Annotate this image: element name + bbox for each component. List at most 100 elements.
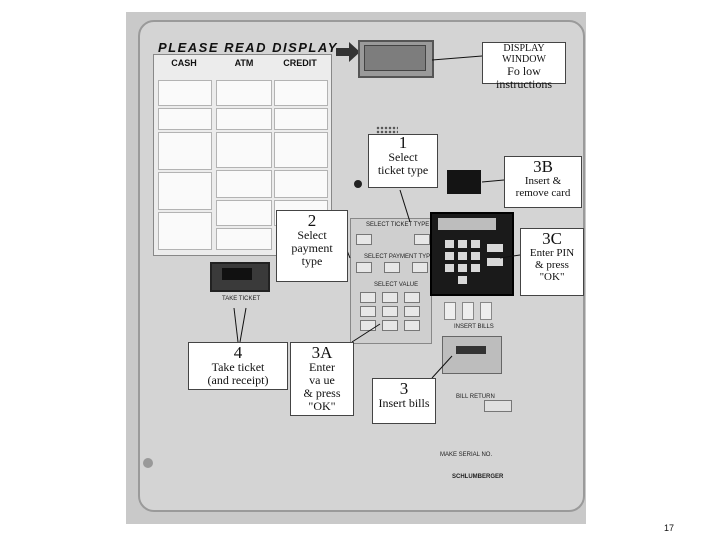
keypad-key[interactable] [458, 276, 467, 284]
callout-line: & press [303, 386, 341, 400]
indicator-light [354, 180, 362, 188]
callout-line: (and receipt) [207, 373, 269, 387]
callout-step-3a: 3A Enter va ue & press "OK" [290, 342, 354, 416]
payment-cash-button[interactable] [356, 262, 372, 273]
column-header-atm: ATM [234, 58, 254, 68]
callout-line: type [301, 254, 323, 268]
callout-step-1: 1 Select ticket type [368, 134, 438, 188]
atm-step-1 [216, 80, 272, 106]
keypad-cancel-key[interactable] [487, 258, 503, 266]
cash-step-3a [158, 172, 212, 210]
value-button[interactable] [404, 292, 420, 303]
atm-step-2 [216, 108, 272, 130]
keypad-key[interactable] [471, 264, 480, 272]
please-read-display-header: PLEASE READ DISPLAY [158, 40, 338, 55]
credit-step-1 [274, 80, 328, 106]
keypad-key[interactable] [458, 264, 467, 272]
callout-step-2: 2 Select payment type [276, 210, 348, 282]
credit-step-3b [274, 170, 328, 198]
value-button[interactable] [382, 306, 398, 317]
bill-indicator [444, 302, 456, 320]
cash-step-4 [158, 212, 212, 250]
callout-step-3: 3 Insert bills [372, 378, 436, 424]
keypad-key[interactable] [458, 240, 467, 248]
callout-line: remove card [515, 187, 571, 199]
callout-display-window: DISPLAY WINDOW Fo low instructions [482, 42, 566, 91]
brand-logo: SCHLUMBERGER [452, 474, 504, 480]
page-number: 17 [664, 523, 675, 533]
callout-line: Insert & [524, 175, 562, 187]
bill-slot [456, 346, 486, 354]
ticket-slot[interactable] [210, 262, 270, 292]
callout-step-3c: 3C Enter PIN & press "OK" [520, 228, 584, 296]
card-slot[interactable] [447, 170, 481, 194]
callout-line: Insert bills [378, 396, 430, 410]
keypad-ok-key[interactable] [487, 244, 503, 252]
callout-number: 3C [542, 229, 562, 248]
keypad-key[interactable] [471, 240, 480, 248]
payment-atm-button[interactable] [384, 262, 400, 273]
select-payment-type-label: SELECT PAYMENT TYPE [364, 254, 435, 260]
callout-number: 3A [311, 343, 333, 362]
select-value-label: SELECT VALUE [374, 282, 419, 288]
cash-step-3 [158, 132, 212, 170]
callout-line: instructions [496, 77, 552, 91]
callout-line: Enter [309, 360, 335, 374]
keypad-key[interactable] [458, 252, 467, 260]
take-ticket-label: TAKE TICKET [222, 296, 261, 302]
arrow-right-icon [336, 42, 360, 62]
callout-number: 2 [307, 211, 317, 230]
callout-line: Fo low [507, 64, 541, 78]
credit-step-2 [274, 108, 328, 130]
value-button[interactable] [404, 306, 420, 317]
payment-credit-button[interactable] [412, 262, 428, 273]
callout-line: ticket type [377, 163, 429, 177]
bill-return-button[interactable] [484, 400, 512, 412]
callout-line: Select [297, 228, 327, 242]
ticket-type-button-right[interactable] [414, 234, 430, 245]
bill-return-label: BILL RETURN [456, 394, 495, 400]
value-button[interactable] [360, 320, 376, 331]
callout-number: 4 [233, 343, 243, 362]
value-button[interactable] [360, 306, 376, 317]
callout-line: Take ticket [211, 360, 265, 374]
value-button[interactable] [382, 292, 398, 303]
atm-step-3c [216, 200, 272, 226]
bill-indicator [480, 302, 492, 320]
atm-step-3b [216, 170, 272, 198]
callout-step-3b: 3B Insert & remove card [504, 156, 582, 208]
bill-acceptor[interactable] [442, 336, 502, 374]
serial-label: MAKE SERIAL NO. [440, 452, 493, 458]
value-button[interactable] [360, 292, 376, 303]
select-ticket-type-label: SELECT TICKET TYPE [366, 222, 430, 228]
callout-number: 1 [398, 133, 408, 152]
atm-step-3 [216, 132, 272, 168]
callout-line: va ue [309, 373, 335, 387]
callout-number: 3 [399, 379, 409, 398]
column-header-cash: CASH [171, 58, 197, 68]
lock-icon [143, 458, 153, 468]
callout-number: 3B [533, 157, 553, 176]
value-button[interactable] [404, 320, 420, 331]
keypad-key[interactable] [445, 252, 454, 260]
callout-step-4: 4 Take ticket (and receipt) [188, 342, 288, 390]
keypad-key[interactable] [471, 252, 480, 260]
callout-line: Select [388, 150, 418, 164]
keypad-screen [438, 218, 496, 230]
ticket-slot-opening [222, 268, 252, 280]
callout-line: "OK" [308, 399, 336, 413]
keypad-key[interactable] [445, 264, 454, 272]
credit-step-3 [274, 132, 328, 168]
bill-indicator [462, 302, 474, 320]
keypad-key[interactable] [445, 240, 454, 248]
value-button[interactable] [382, 320, 398, 331]
insert-bills-label: INSERT BILLS [454, 324, 494, 330]
callout-line: & press [535, 259, 569, 271]
callout-line: Enter PIN [529, 247, 575, 259]
callout-line: "OK" [539, 271, 565, 283]
column-header-credit: CREDIT [283, 58, 317, 68]
display-screen [364, 45, 426, 71]
cash-step-1 [158, 80, 212, 106]
ticket-type-button-left[interactable] [356, 234, 372, 245]
